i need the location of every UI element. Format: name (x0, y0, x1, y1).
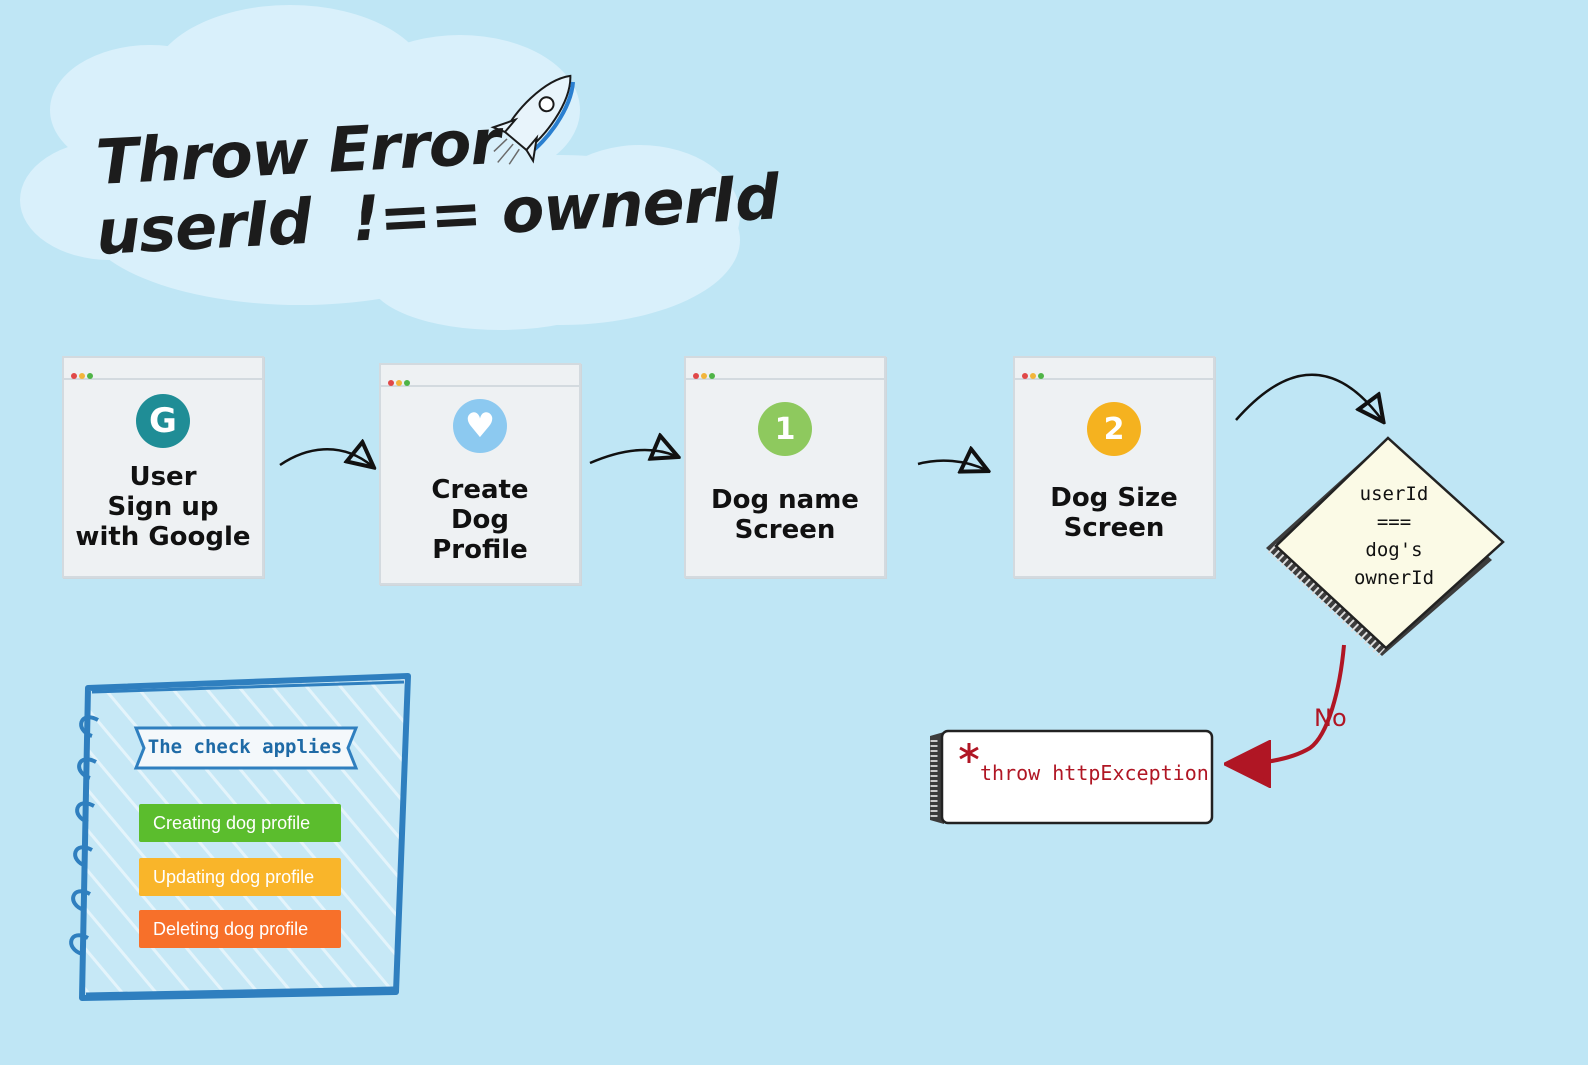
window-dots-icon (71, 364, 95, 383)
arrow-3-to-4 (917, 461, 986, 470)
number-one-icon: 1 (758, 402, 812, 456)
screen-label: Create Dog Profile (431, 475, 529, 565)
tag-creating: Creating dog profile (139, 804, 341, 842)
arrow-2-to-3 (589, 450, 676, 465)
window-topbar (1015, 358, 1213, 380)
screen-label: User Sign up with Google (75, 462, 251, 552)
tag-deleting: Deleting dog profile (139, 910, 341, 948)
window-topbar (64, 358, 262, 380)
tag-updating: Updating dog profile (139, 858, 341, 896)
exception-text: throw httpException (980, 761, 1209, 785)
asterisk-icon (959, 743, 979, 763)
decision-diamond (1266, 436, 1505, 657)
arrow-1-to-2 (279, 449, 372, 466)
window-dots-icon (1022, 364, 1046, 383)
screen-create-dog-profile: ♥ Create Dog Profile (379, 363, 581, 585)
ribbon-banner (133, 726, 359, 770)
screen-dog-size: 2 Dog Size Screen (1013, 356, 1215, 578)
window-dots-icon (693, 364, 717, 383)
cloud-background (20, 5, 740, 330)
number-two-icon: 2 (1087, 402, 1141, 456)
decision-text: userId === dog's ownerId (1353, 483, 1435, 589)
window-topbar (381, 365, 579, 387)
screen-dog-name: 1 Dog name Screen (684, 356, 886, 578)
ribbon-text: The check applies (147, 736, 343, 758)
window-topbar (686, 358, 884, 380)
heart-icon: ♥ (453, 399, 507, 453)
rocket-icon (490, 74, 576, 165)
screen-user-signup: G User Sign up with Google (62, 356, 264, 578)
google-icon: G (136, 394, 190, 448)
screen-label: Dog Size Screen (1050, 483, 1178, 543)
exception-box (930, 729, 1214, 825)
no-label: No (1314, 704, 1347, 732)
notebook-spiral (69, 715, 99, 956)
arrow-4-to-decision (1235, 373, 1382, 420)
screen-label: Dog name Screen (711, 485, 859, 545)
window-dots-icon (388, 371, 412, 390)
no-arrow (1232, 644, 1346, 764)
